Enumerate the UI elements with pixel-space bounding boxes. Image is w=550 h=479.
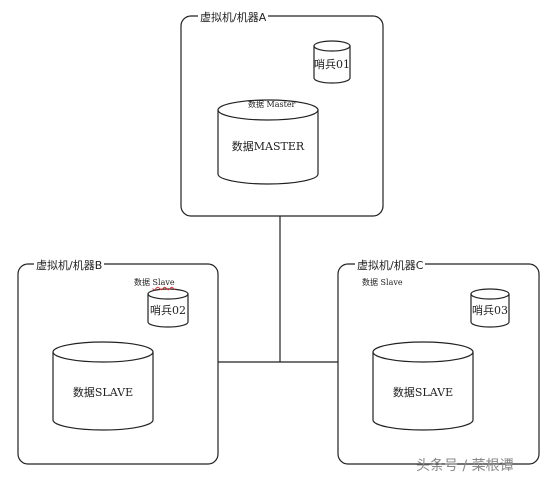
slave-db-b-cylinder <box>52 341 154 431</box>
machine-c-box <box>337 263 540 465</box>
slave-db-b-caption-prefix: 数据 <box>134 278 153 287</box>
slave-db-c-label: 数据SLAVE <box>392 386 454 399</box>
slave-db-c-cylinder <box>372 341 474 431</box>
slave-db-b-caption-word: Slave <box>152 278 175 287</box>
machine-c-title: 虚拟机/机器C <box>355 257 426 273</box>
sentinel-c-cylinder <box>470 288 510 328</box>
machine-b-title: 虚拟机/机器B <box>34 257 105 273</box>
master-db-caption: 数据 Master <box>248 100 296 109</box>
slave-db-b-caption: 数据 Slave <box>134 277 175 288</box>
sentinel-a-cylinder <box>313 40 351 84</box>
watermark-text: 头条号 / 菜根谭 <box>416 458 514 474</box>
sentinel-b-cylinder <box>147 288 189 328</box>
machine-a-title: 虚拟机/机器A <box>198 9 269 25</box>
master-db-cylinder <box>217 99 319 185</box>
master-db-label: 数据MASTER <box>231 140 305 153</box>
sentinel-a-label: 哨兵01 <box>314 58 350 71</box>
slave-db-b-label: 数据SLAVE <box>72 386 134 399</box>
machine-a-box <box>180 15 384 217</box>
sentinel-b-label: 哨兵02 <box>150 304 186 317</box>
slave-db-c-caption: 数据 Slave <box>362 278 403 287</box>
sentinel-c-label: 哨兵03 <box>472 304 508 317</box>
machine-b-box <box>17 263 219 465</box>
